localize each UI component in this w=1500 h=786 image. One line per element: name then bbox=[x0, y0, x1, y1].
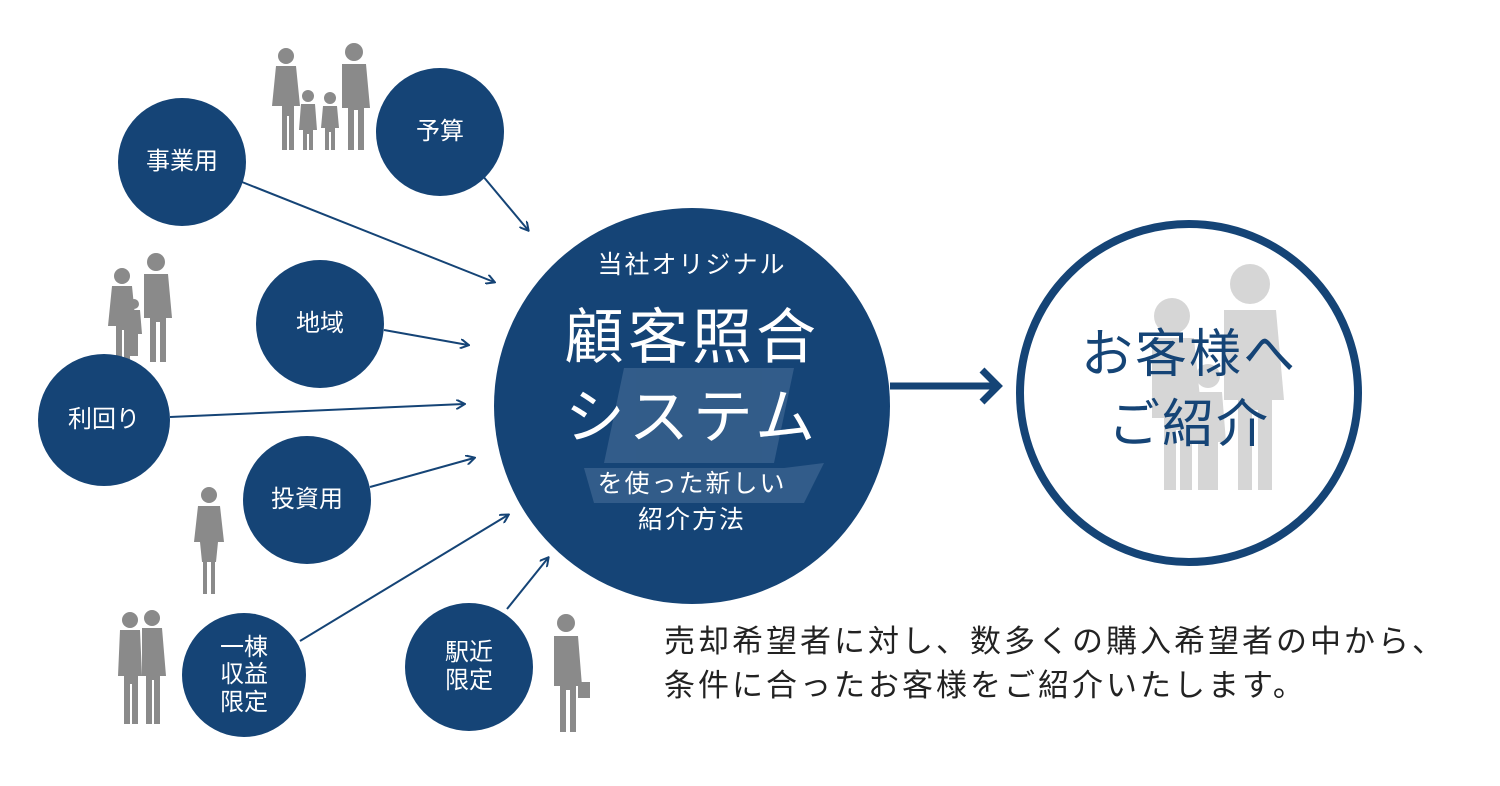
criterion-whole-building-line3: 限定 bbox=[220, 687, 268, 716]
businesswoman-silhouette-icon bbox=[194, 487, 224, 594]
arrow-whole-building bbox=[299, 515, 508, 642]
caption-line1: 売却希望者に対し、数多くの購入希望者の中から、 bbox=[664, 624, 1446, 660]
couple-walking-silhouette-icon bbox=[118, 610, 166, 724]
criterion-area-label: 地域 bbox=[296, 309, 344, 338]
criterion-yield: 利回り bbox=[38, 354, 170, 486]
hub-subtitle-bottom-line1: を使った新しい bbox=[597, 469, 787, 498]
arrow-yield bbox=[169, 404, 464, 418]
hub-title-line1: 顧客照合 bbox=[564, 303, 820, 373]
couple-silhouette-icon bbox=[108, 253, 172, 362]
arrow-area bbox=[383, 329, 468, 345]
caption-line2: 条件に合ったお客様をご紹介いたします。 bbox=[664, 668, 1307, 704]
criterion-business-use: 事業用 bbox=[118, 98, 246, 226]
criterion-budget-label: 予算 bbox=[416, 117, 464, 146]
target-text: お客様へ ご紹介 bbox=[1024, 320, 1354, 460]
hub-title: 顧客照合 システム bbox=[494, 298, 890, 458]
criterion-area: 地域 bbox=[256, 260, 384, 388]
caption: 売却希望者に対し、数多くの購入希望者の中から、 条件に合ったお客様をご紹介いたし… bbox=[664, 620, 1484, 708]
hub-title-line2: システム bbox=[564, 383, 820, 453]
arrow-business-use bbox=[241, 181, 494, 282]
criterion-business-use-label: 事業用 bbox=[146, 147, 218, 176]
criterion-whole-building: 一棟 収益 限定 bbox=[182, 613, 306, 737]
arrow-near-station bbox=[506, 558, 548, 610]
arrow-investment-use bbox=[369, 458, 474, 488]
criterion-budget: 予算 bbox=[376, 68, 504, 196]
hub-subtitle-bottom: を使った新しい 紹介方法 bbox=[494, 466, 890, 538]
target-circle: お客様へ ご紹介 bbox=[1016, 220, 1362, 566]
hub-subtitle-top: 当社オリジナル bbox=[597, 250, 787, 279]
laptop-icon bbox=[584, 368, 824, 503]
target-line1: お客様へ bbox=[1080, 325, 1297, 385]
criterion-near-station-line1: 駅近 bbox=[445, 638, 493, 667]
criterion-yield-label: 利回り bbox=[68, 405, 140, 434]
arrow-budget bbox=[481, 174, 528, 230]
criterion-near-station: 駅近 限定 bbox=[405, 603, 533, 731]
criterion-investment-use-label: 投資用 bbox=[271, 485, 343, 514]
criterion-whole-building-line1: 一棟 bbox=[220, 632, 268, 661]
businessman-phone-silhouette-icon bbox=[554, 614, 590, 732]
hub-subtitle-bottom-line2: 紹介方法 bbox=[637, 505, 746, 534]
criterion-near-station-line2: 限定 bbox=[445, 666, 493, 694]
target-line2: ご紹介 bbox=[1107, 395, 1270, 455]
right-arrow-icon bbox=[890, 367, 1003, 405]
family-silhouette-light-icon bbox=[1152, 264, 1284, 490]
criterion-whole-building-line2: 収益 bbox=[220, 660, 268, 689]
family-silhouette-icon bbox=[272, 43, 370, 150]
hub-circle: 当社オリジナル 顧客照合 システム を使った新しい 紹介方法 bbox=[494, 208, 890, 604]
criterion-investment-use: 投資用 bbox=[243, 436, 371, 564]
